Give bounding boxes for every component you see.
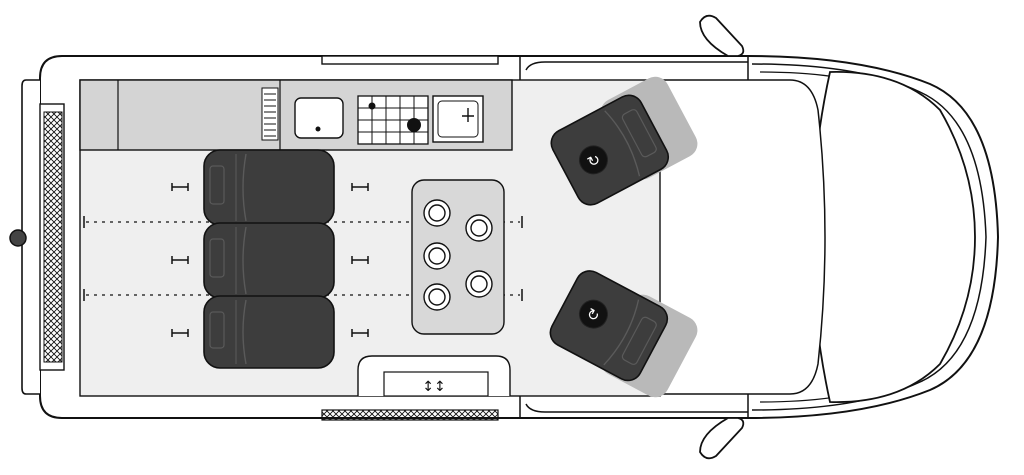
up-down-arrows-icon: ↕↕ [422, 379, 445, 395]
bench-seat-row-1 [203, 149, 335, 226]
driver-seat: ↻ [550, 76, 698, 206]
small-sink [294, 97, 344, 139]
cup-holders [423, 199, 493, 311]
rear-door-mesh [43, 111, 63, 363]
side-step-mesh [321, 409, 499, 421]
stove-burner [357, 95, 429, 145]
mirror-left [699, 14, 745, 57]
bench-seat-row-3 [203, 295, 335, 369]
seat-rail-arrow-icon [171, 183, 369, 337]
mirror-right [699, 417, 745, 460]
bench-seat-row-2 [203, 222, 335, 299]
bench-seats [203, 149, 335, 369]
main-sink [432, 95, 484, 143]
fridge-vent [261, 87, 279, 141]
passenger-seat: ↻ [549, 270, 698, 398]
kitchen-counter [79, 79, 513, 151]
storage-cabinet: ↕↕ [357, 355, 511, 397]
table [411, 179, 505, 335]
